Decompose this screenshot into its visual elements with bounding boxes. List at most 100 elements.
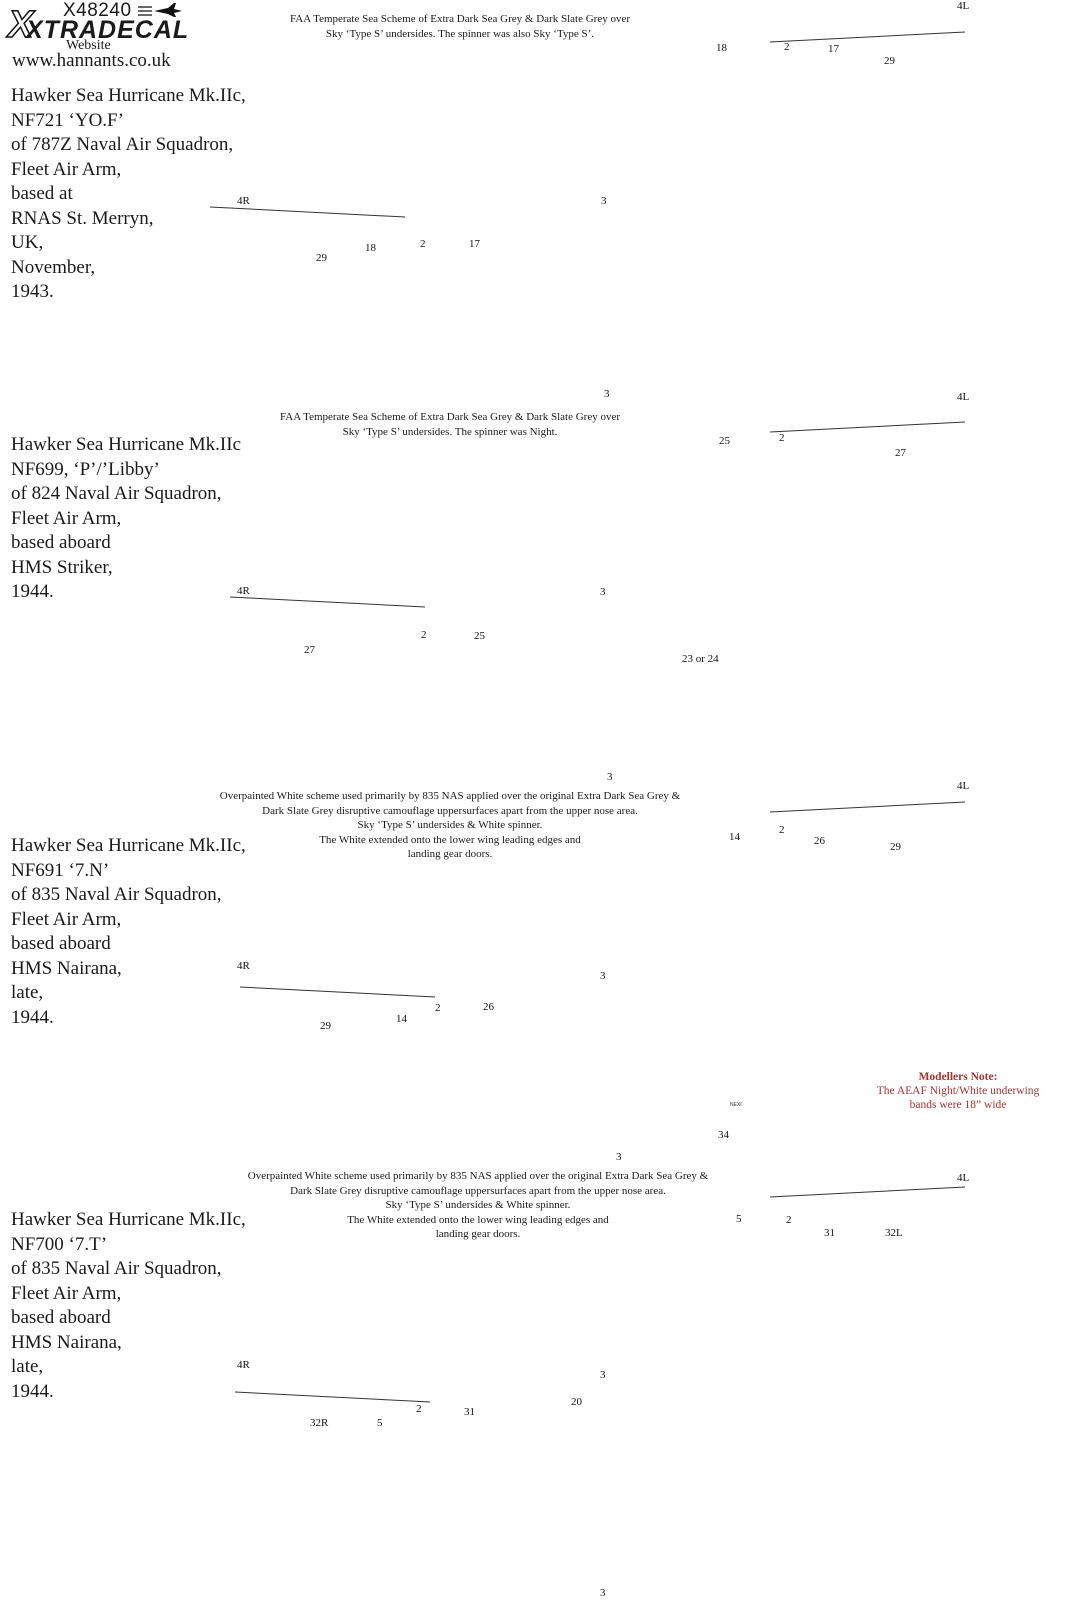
callout: 32R [310,1417,329,1429]
scheme-line: FAA Temperate Sea Scheme of Extra Dark S… [289,13,630,25]
website-label: Website [66,38,111,53]
aerial-wire: Yθ F ROYAL NAVY NF721 [769,31,966,43]
desc-line: of 835 Naval Air Squadron, [11,884,222,905]
scheme-line: Overpainted White scheme used primarily … [247,1170,709,1182]
callout: 3 [607,771,613,783]
profile-2-description: Hawker Sea Hurricane Mk.IIc NF699, ‘P’/’… [11,433,241,605]
desc-line: Hawker Sea Hurricane Mk.IIc, [11,1209,246,1230]
desc-line: of 824 Naval Air Squadron, [11,483,222,504]
website-url[interactable]: www.hannants.co.uk [12,50,171,71]
profile-1-right-view: F Yθ ROYAL NAVY NF721 [209,206,406,218]
profile-3-description: Hawker Sea Hurricane Mk.IIc, NF691 ‘7.N’… [11,834,246,1030]
profile-2-scheme-note: FAA Temperate Sea Scheme of Extra Dark S… [230,410,670,439]
callout: 3 [600,1369,606,1381]
brand-name: XTRADECAL [26,16,190,44]
callout: 5 [736,1213,742,1225]
desc-line: Fleet Air Arm, [11,1282,122,1304]
desc-line: based at [11,183,73,204]
callout: 29 [320,1020,331,1032]
callout: 5 [377,1417,383,1429]
aircraft-left-profile: N 7 ROYAL NAVY NF691 [239,986,436,998]
callout: 2 [416,1403,422,1415]
callout: 2 [435,1002,441,1014]
desc-line: 1944. [11,581,54,602]
xtradecal-logo: X X48240 XTRADECAL [7,0,188,50]
scheme-line: FAA Temperate Sea Scheme of Extra Dark S… [279,411,620,423]
scheme-line: Sky ‘Type S’ undersides. The spinner was… [325,27,595,40]
aircraft-left-profile: Yθ F ROYAL NAVY NF721 [769,31,966,43]
desc-line: of 787Z Naval Air Squadron, [11,134,234,155]
callout: 14 [396,1013,407,1025]
desc-line: late, [11,1356,44,1377]
modellers-note: Modellers Note: The AEAF Night/White und… [838,1070,1078,1112]
scheme-line: Sky ‘Type S’ undersides. The spinner was… [342,425,558,438]
callout: 4L [957,780,970,792]
aerial-wire: P ROYAL NAVY NF699 [769,421,966,433]
callout: 31 [464,1406,475,1418]
callout: 27 [304,644,315,656]
aerial-wire: P ROYAL NAVY NF699 [229,596,426,608]
callout: 2 [779,432,785,444]
profile-4-left-view: 7 T ROYAL NAVY NF700 [769,1186,966,1198]
callout: 26 [814,835,825,847]
stencil-text: NEXI [730,1102,742,1108]
callout: 18 [365,242,376,254]
scheme-line: The White extended onto the lower wing l… [347,1213,609,1226]
logo-x-mark: X [7,3,34,47]
scheme-line: The White extended onto the lower wing l… [319,833,581,846]
desc-line: based aboard [11,933,111,954]
profile-4-scheme-note: Overpainted White scheme used primarily … [208,1169,748,1242]
callout: 32L [885,1227,903,1239]
callout: 4L [957,1172,970,1184]
callout: 17 [828,43,839,55]
callout: 34 [718,1129,729,1141]
callout: 4L [957,0,970,12]
callout: 17 [469,238,480,250]
callout: 27 [895,447,906,459]
desc-line: NF691 ‘7.N’ [11,859,110,881]
callout: 3 [600,1587,606,1599]
desc-line: based aboard [11,532,111,553]
callout: 29 [890,841,901,853]
desc-line: UK, [11,232,44,253]
callout: 3 [600,586,606,598]
desc-line: RNAS St. Merryn, [11,207,154,229]
callout: 31 [824,1227,835,1239]
aircraft-left-profile: T 7 ROYAL NAVY NF700 [234,1391,431,1403]
desc-line: NF699, ‘P’/’Libby’ [11,458,160,480]
profile-3-scheme-note: Overpainted White scheme used primarily … [180,789,720,862]
profile-4-right-view: T 7 ROYAL NAVY NF700 [234,1391,431,1403]
desc-line: 1944. [11,1380,54,1402]
aerial-wire: 7 T ROYAL NAVY NF700 [769,1186,966,1198]
callout: 14 [729,831,740,843]
desc-line: Fleet Air Arm, [11,158,122,180]
profile-1-left-view: Yθ F ROYAL NAVY NF721 [769,31,966,43]
scheme-line: Sky ‘Type S’ undersides & White spinner. [385,1199,571,1212]
callout: 2 [421,629,427,641]
aircraft-left-profile: F Yθ ROYAL NAVY NF721 [209,206,406,218]
aerial-wire: N 7 ROYAL NAVY NF691 [239,986,436,998]
scheme-line: Dark Slate Grey disruptive camouflage up… [290,1184,666,1197]
profile-2-left-view: P ROYAL NAVY NF699 [769,421,966,433]
modellers-note-line: The AEAF Night/White underwing [876,1085,1040,1097]
callout: 2 [779,824,785,836]
profile-1-description: Hawker Sea Hurricane Mk.IIc, NF721 ‘YO.F… [11,84,246,305]
callout: 4R [237,195,250,207]
jet-icon [138,3,182,17]
scheme-line: Dark Slate Grey disruptive camouflage up… [262,804,638,817]
desc-line: Hawker Sea Hurricane Mk.IIc [11,434,242,455]
modellers-note-title: Modellers Note: [918,1071,998,1083]
desc-line: HMS Nairana, [11,957,122,979]
callout: 4R [237,960,250,972]
aircraft-left-profile: P ROYAL NAVY NF699 [769,421,966,433]
profile-4-description: Hawker Sea Hurricane Mk.IIc, NF700 ‘7.T’… [11,1208,246,1404]
callout: 4R [237,585,250,597]
callout: 26 [483,1001,494,1013]
desc-line: 1943. [11,281,54,302]
callout: 3 [616,1151,622,1163]
callout: 2 [786,1214,792,1226]
callout: 29 [316,252,327,264]
desc-line: HMS Nairana, [11,1331,122,1353]
aircraft-left-profile: P ROYAL NAVY NF699 [229,596,426,608]
desc-line: Fleet Air Arm, [11,908,122,930]
